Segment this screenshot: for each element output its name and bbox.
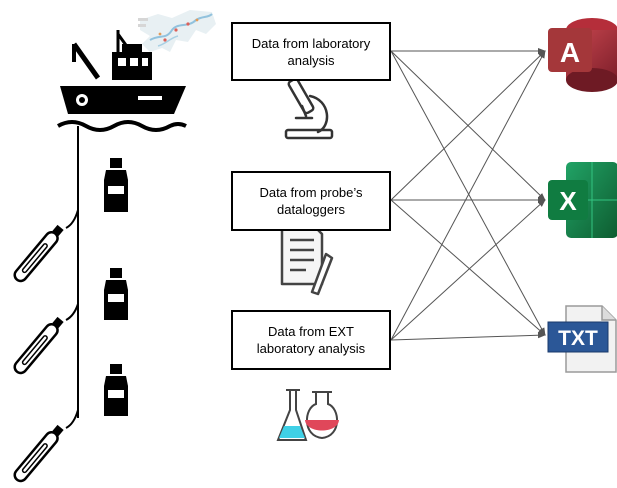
probe-sensor-icon [13,303,79,375]
microscope-icon [284,77,334,140]
probe-sensor-icon [13,409,79,483]
source-box-label-line1: Data from EXT [268,324,354,339]
source-box-label-line1: Data from probe’s [259,185,363,200]
connector-lines [390,48,546,341]
source-box-label-line1: Data from laboratory [251,35,371,51]
link-probe-to-access [390,50,546,201]
map-thumbnail-icon [138,10,216,52]
source-box-label-line2: laboratory analysis [256,341,366,356]
link-ext-to-txt [390,332,546,341]
source-box-lab: Data from laboratory analysis [231,22,391,81]
sample-bottle-icon [104,158,128,212]
sample-bottle-icon [104,268,128,320]
link-lab-to-txt [390,50,546,336]
lab-flasks-icon [276,389,339,441]
source-box-probe: Data from probe’s dataloggers [231,171,391,231]
txt-file-icon: TXT [547,305,617,373]
link-ext-to-access [390,50,546,341]
sample-bottle-icon [104,364,128,416]
link-probe-to-txt [390,199,546,336]
excel-spreadsheet-icon: X [548,162,617,238]
source-box-ext: Data from EXT laboratory analysis [231,310,391,370]
txt-icon-label: TXT [558,327,598,350]
source-box-label-line2: dataloggers [277,202,345,217]
link-ext-to-excel [390,199,546,341]
access-database-icon: A [548,18,617,92]
probe-sensor-icon [13,209,79,283]
access-icon-letter: A [560,37,580,68]
excel-icon-letter: X [559,186,577,216]
document-pen-icon [280,224,334,296]
ship-icon [57,30,187,132]
source-box-label-line2: analysis [287,52,335,68]
